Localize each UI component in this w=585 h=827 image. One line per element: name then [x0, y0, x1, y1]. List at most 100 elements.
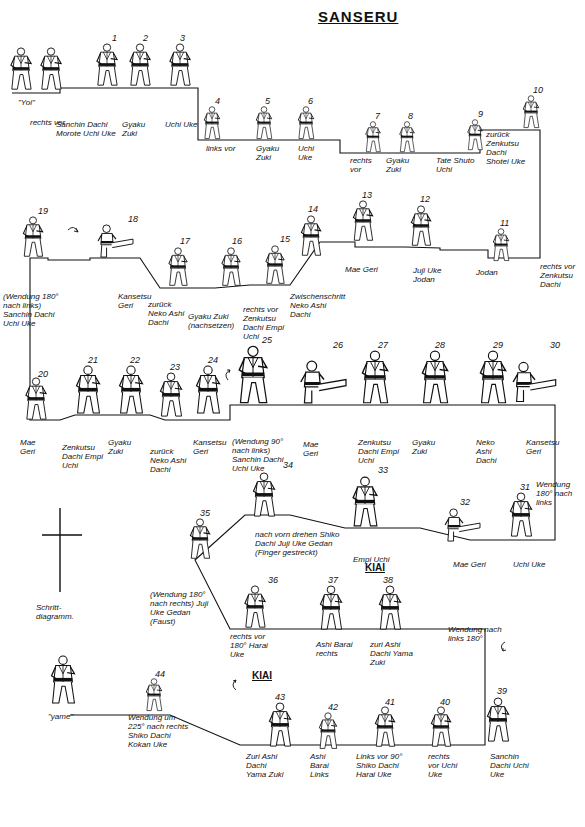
move-label: (Wendung 180° nach rechts) Juji Uke Geda… — [150, 590, 218, 626]
move-label: Kansetsu Geri — [118, 292, 150, 310]
move-label: Ashi Barai Links — [310, 752, 345, 779]
karate-figure — [411, 206, 430, 245]
karate-figure — [190, 519, 209, 558]
karate-figure — [97, 44, 117, 85]
karate-figure — [493, 229, 509, 261]
kiai-mark: KIAI — [252, 670, 272, 681]
move-label: (Wendung 90° nach links) Sanchin Dachi U… — [232, 437, 290, 473]
karate-figure — [239, 346, 267, 402]
move-label: rechts vor — [350, 156, 385, 174]
move-label: Zwischenschritt Neko Ashi Dachi — [290, 292, 345, 319]
callout-number: 14 — [308, 204, 318, 214]
move-label: Zenkutsu Dachi Empi Uchi — [62, 443, 104, 470]
karate-figure — [319, 713, 336, 749]
callout-number: 36 — [268, 575, 278, 585]
move-label: Schritt-diagramm. — [36, 603, 76, 621]
callout-number: 39 — [497, 686, 507, 696]
kiai-mark: KIAI — [365, 562, 385, 573]
karate-figure — [52, 656, 75, 703]
turn-arrow — [68, 227, 78, 232]
move-label: Tate Shuto Uchi — [436, 156, 481, 174]
move-label: Mae Geri — [453, 560, 488, 569]
move-label: links vor — [206, 144, 241, 153]
karate-figure — [11, 48, 31, 89]
move-label: Juji Uke Jodan — [413, 266, 448, 284]
karate-figure — [197, 366, 220, 413]
move-label: Wendung um 225° nach rechts Shiko Dachi … — [128, 713, 190, 749]
callout-number: 30 — [550, 340, 560, 350]
callout-number: 7 — [375, 111, 380, 121]
callout-number: 22 — [130, 355, 140, 365]
callout-number: 29 — [493, 340, 503, 350]
move-label: Gyaku Zuki — [256, 144, 291, 162]
callout-number: 9 — [478, 109, 483, 119]
callout-number: 31 — [520, 482, 530, 492]
move-label: Gyaku Zuki — [108, 438, 143, 456]
callout-number: 1 — [112, 33, 117, 43]
callout-number: 11 — [500, 218, 509, 228]
callout-number: 35 — [200, 508, 210, 518]
callout-number: 26 — [333, 340, 343, 350]
callout-number: 15 — [280, 234, 290, 244]
move-label: Mae Geri — [303, 440, 333, 458]
callout-number: 3 — [180, 33, 185, 43]
move-label: Wendung nach links 180° — [448, 625, 508, 643]
callout-number: 13 — [362, 190, 372, 200]
callout-number: 6 — [308, 96, 313, 106]
move-label: Wendung 180° nach links — [536, 480, 581, 507]
move-label: Kansetsu Geri — [193, 438, 228, 456]
callout-number: 40 — [440, 697, 450, 707]
move-label: rechts vor Uchi Uke — [428, 752, 463, 779]
callout-number: 17 — [180, 236, 190, 246]
karate-figure — [204, 107, 220, 139]
move-label: Zuri Ashi Dachi Yama Zuki — [246, 752, 286, 779]
callout-number: 33 — [378, 465, 388, 475]
move-label: Sanchin Dachi Morote Uchi Uke — [56, 120, 116, 138]
callout-number: 42 — [328, 702, 338, 712]
step-path — [12, 88, 555, 745]
move-label: Uchi Uke — [298, 144, 330, 162]
move-label: rechts vor 180° Harai Uke — [230, 632, 282, 659]
karate-figure — [468, 120, 483, 150]
step-diagram-cross — [42, 508, 82, 592]
callout-number: 32 — [460, 497, 470, 507]
karate-figure — [222, 248, 240, 286]
callout-number: 28 — [435, 340, 445, 350]
title: SANSERU — [318, 8, 398, 25]
move-label: Uchi Uke — [513, 560, 548, 569]
move-label: Mae Geri — [345, 265, 380, 274]
callout-number: 37 — [328, 575, 338, 585]
karate-figure — [160, 373, 181, 416]
move-label: Kansetsu Geri — [526, 438, 561, 456]
callout-number: 38 — [383, 575, 393, 585]
karate-figure — [77, 366, 100, 413]
karate-figure — [120, 366, 143, 413]
move-label: Neko Ashi Dachi — [476, 438, 511, 465]
move-label: Mae Geri — [20, 438, 50, 456]
karate-figure — [480, 351, 505, 403]
callout-number: 2 — [143, 33, 148, 43]
move-label: Sanchin Dachi Uchi Uke — [490, 752, 535, 779]
callout-number: 8 — [408, 111, 413, 121]
callout-number: 5 — [265, 96, 270, 106]
move-label: zurück Zenkutsu Dachi Shotei Uke — [486, 130, 526, 166]
move-label: Gyaku Zuki — [122, 120, 157, 138]
karate-figure — [362, 351, 387, 403]
karate-figure — [375, 707, 394, 746]
callout-number: 24 — [208, 355, 218, 365]
karate-figure — [98, 225, 133, 257]
karate-figure — [41, 48, 61, 89]
karate-figure — [301, 361, 346, 403]
karate-figure — [23, 217, 42, 256]
move-label: (Wendung 180° nach links) Sanchin Dachi … — [3, 292, 68, 328]
callout-number: 18 — [128, 214, 138, 224]
karate-figure — [523, 96, 539, 128]
karate-figure — [379, 586, 400, 629]
karate-figure — [510, 493, 531, 536]
karate-figure — [400, 122, 415, 152]
karate-figure — [256, 107, 272, 139]
karate-figure — [431, 707, 450, 746]
karate-figure — [366, 122, 381, 152]
callout-number: 23 — [170, 362, 180, 372]
move-label: Gyaku Zuki — [412, 438, 447, 456]
